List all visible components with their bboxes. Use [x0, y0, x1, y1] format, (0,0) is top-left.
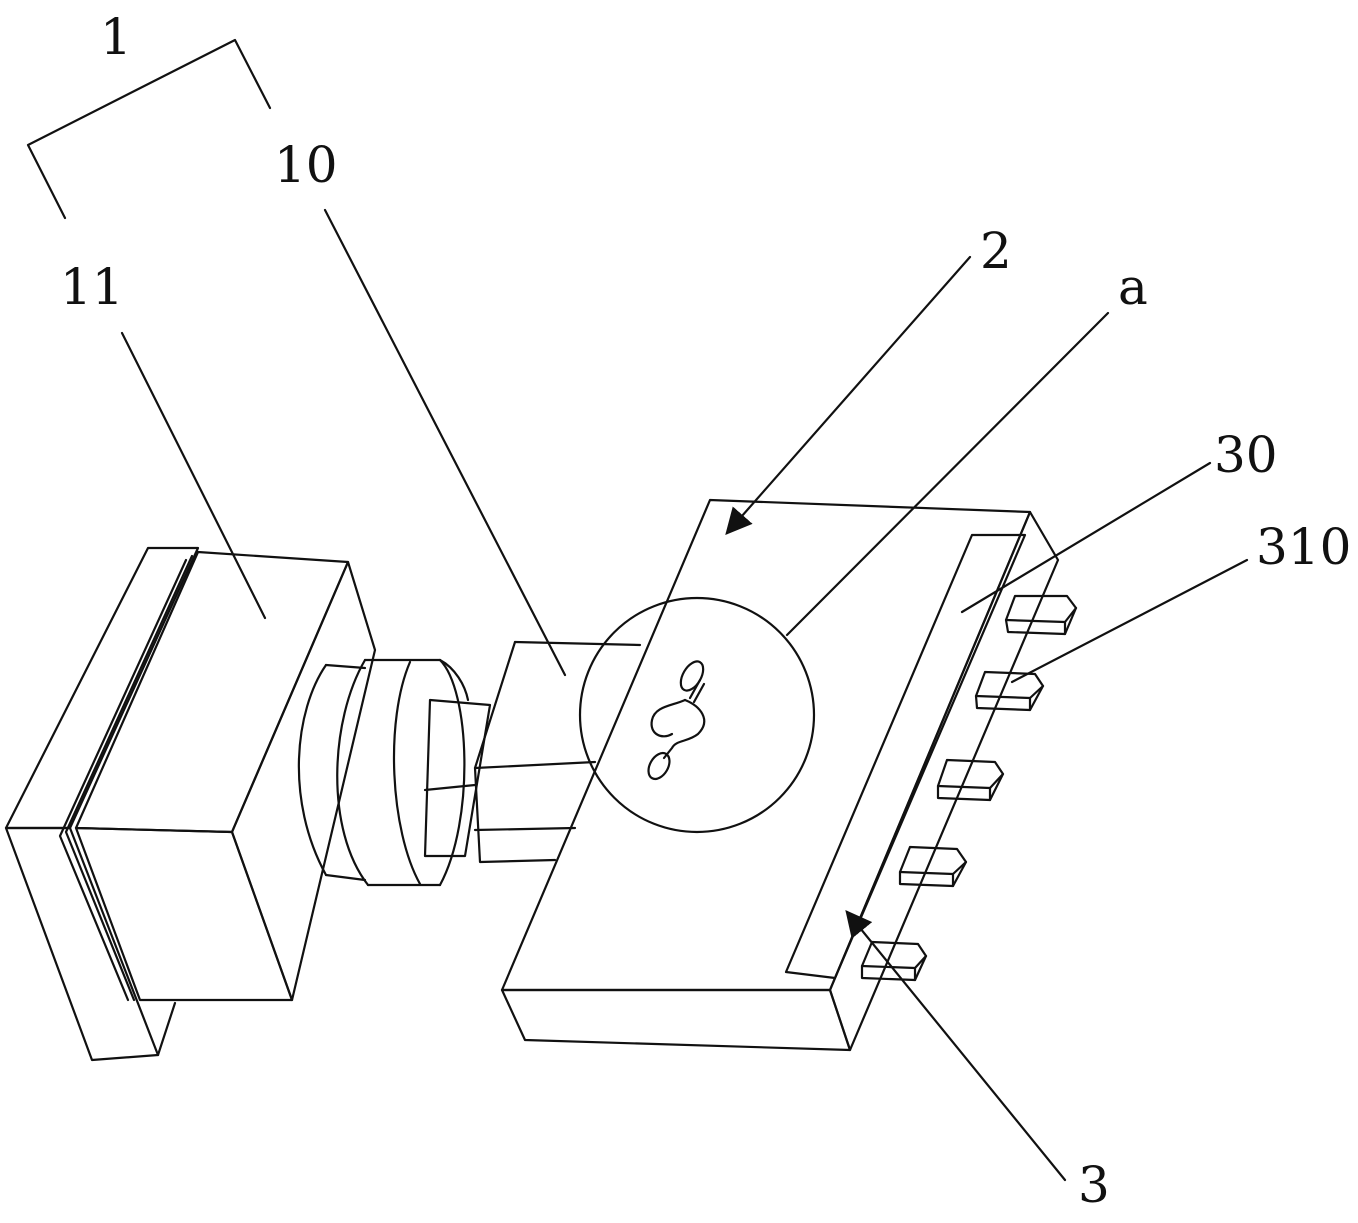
leader-line-30	[962, 463, 1210, 612]
shaft-coupling-10	[299, 642, 640, 885]
detail-circle-a	[580, 598, 814, 832]
leader-arrow-3	[847, 912, 1065, 1180]
leader-line-11	[122, 333, 265, 618]
leader-line-a	[787, 313, 1108, 635]
terminal-pins-310	[862, 596, 1076, 980]
motor-body-11	[6, 548, 375, 1060]
housing-2	[502, 500, 1058, 1050]
leader-arrow-2	[727, 257, 970, 533]
group-bracket-1	[28, 40, 270, 218]
terminal-pin	[976, 672, 1043, 710]
